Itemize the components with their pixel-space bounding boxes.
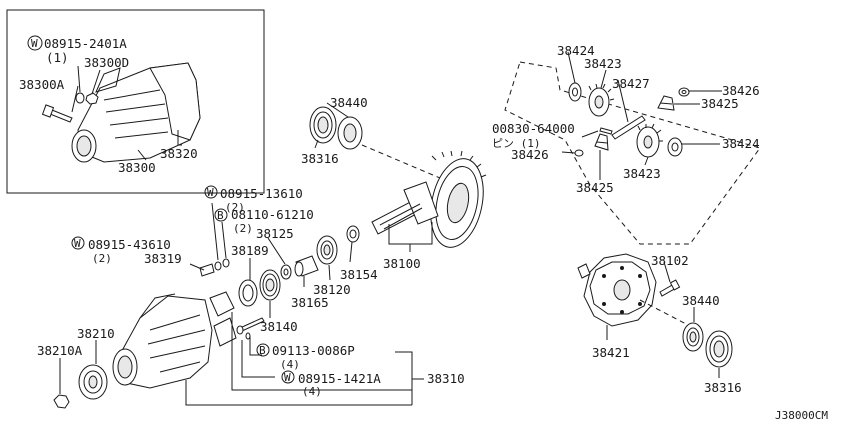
inset-frame	[6, 9, 265, 194]
cap-bolts	[236, 317, 265, 340]
label-38154: 38154	[340, 267, 378, 282]
label-08110-61210: 08110-61210	[231, 207, 314, 222]
bearing-38440-right	[682, 322, 704, 352]
diff-leaders	[561, 51, 722, 180]
bearing-38440-top	[337, 116, 363, 150]
diff-case-38421	[577, 253, 657, 327]
bolt-symbol: B	[259, 344, 266, 357]
label-08915-2401A-qty: (1)	[46, 50, 69, 65]
nut-38210A	[53, 394, 70, 409]
label-38423-top: 38423	[584, 56, 622, 71]
leaders-38310	[185, 312, 424, 406]
inset-washer-note: W 08915-2401A (1)	[27, 35, 127, 65]
label-38316-top: 38316	[301, 151, 339, 166]
label-38320: 38320	[160, 146, 198, 161]
label-38189: 38189	[231, 243, 269, 258]
label-38426-left: 38426	[511, 147, 549, 162]
bearing-cap-right	[213, 317, 237, 347]
label-38421: 38421	[592, 345, 630, 360]
label-38424-top: 38424	[557, 43, 595, 58]
washer-symbol: W	[207, 186, 214, 199]
side-gear-38423-top	[588, 83, 615, 117]
label-08915-2401A: 08915-2401A	[44, 36, 127, 51]
washer-38424-top	[568, 82, 582, 102]
ring-gear-38100	[430, 150, 487, 248]
flange-38210	[78, 364, 108, 400]
label-38440-right: 38440	[682, 293, 720, 308]
washer-symbol: W	[74, 237, 81, 250]
label-08915-13610-qty: (2)	[225, 201, 245, 214]
washer-38426-right	[678, 87, 690, 97]
washer-38426-left	[574, 149, 584, 157]
bearing-cap-left	[209, 291, 235, 317]
carrier-housing-38310	[112, 293, 213, 389]
label-38300: 38300	[118, 160, 156, 175]
label-38102: 38102	[651, 253, 689, 268]
inset-bolt-38300A	[41, 104, 73, 123]
label-00830-pin: ピン (1)	[492, 137, 541, 150]
bolt-note-09113-0086P: B 09113-0086P (4)	[256, 343, 355, 371]
label-38425-bottom: 38425	[576, 180, 614, 195]
label-08915-43610: 08915-43610	[88, 237, 171, 252]
label-38300A: 38300A	[19, 77, 65, 92]
label-08915-1421A: 08915-1421A	[298, 371, 381, 386]
bearing-38120	[316, 235, 338, 265]
bolt-note-08110-61210: B 08110-61210 (2)	[214, 207, 314, 235]
bolt-38102	[659, 279, 681, 297]
label-38425-right: 38425	[701, 96, 739, 111]
label-38210: 38210	[77, 326, 115, 341]
drive-pinion	[371, 181, 439, 235]
inset-final-drive-housing	[71, 62, 201, 163]
washer-symbol: W	[284, 371, 291, 384]
label-38427: 38427	[612, 76, 650, 91]
bolt-symbol: B	[217, 209, 224, 222]
label-09113-0086P: 09113-0086P	[272, 343, 355, 358]
label-08915-43610-qty: (2)	[92, 252, 112, 265]
label-00830-64000: 00830-64000	[492, 121, 575, 136]
label-38120: 38120	[313, 282, 351, 297]
fastener-stack-38319	[199, 258, 230, 277]
washer-note-08915-43610: W 08915-43610 (2)	[71, 236, 171, 265]
drawing-code: J38000CM	[775, 409, 828, 422]
washer-38125	[280, 264, 292, 280]
label-38100: 38100	[383, 256, 421, 271]
inset-washer-nut	[75, 92, 99, 105]
washer-note-08915-1421A: W 08915-1421A (4)	[281, 370, 381, 398]
label-38310: 38310	[427, 371, 465, 386]
label-38140: 38140	[260, 319, 298, 334]
washer-symbol: W	[31, 37, 38, 50]
bearing-38316-right	[705, 330, 733, 368]
pinion-mate-38425-right	[657, 95, 675, 111]
seal-38189	[238, 279, 258, 307]
label-38165: 38165	[291, 295, 329, 310]
inset-leaders	[71, 65, 182, 161]
pinion-mate-38425-bottom	[594, 133, 609, 151]
label-38125: 38125	[256, 226, 294, 241]
bearing-38140	[259, 269, 281, 301]
label-08110-61210-qty: (2)	[233, 222, 253, 235]
spacer-38154	[346, 225, 360, 243]
label-08915-13610: 08915-13610	[220, 186, 303, 201]
label-38424-right: 38424	[722, 136, 760, 151]
label-38423-bottom: 38423	[623, 166, 661, 181]
spacer-38165	[294, 255, 319, 277]
label-38316-right: 38316	[704, 380, 742, 395]
diff-gear-dashed-outline	[504, 61, 761, 245]
label-38210A: 38210A	[37, 343, 83, 358]
label-38440-top: 38440	[330, 95, 368, 110]
washer-note-08915-13610: W 08915-13610 (2)	[204, 185, 303, 214]
label-38426-right: 38426	[722, 83, 760, 98]
side-gear-38423-bottom	[636, 123, 663, 158]
washer-38424-right	[667, 137, 683, 157]
pinion-shaft-38427	[611, 115, 646, 140]
pin-00830	[599, 127, 613, 135]
label-38319: 38319	[144, 251, 182, 266]
label-08915-1421A-qty: (4)	[302, 385, 322, 398]
label-38300D: 38300D	[84, 55, 129, 70]
label-09113-0086P-qty: (4)	[280, 358, 300, 371]
bearing-38316-top	[309, 106, 337, 144]
